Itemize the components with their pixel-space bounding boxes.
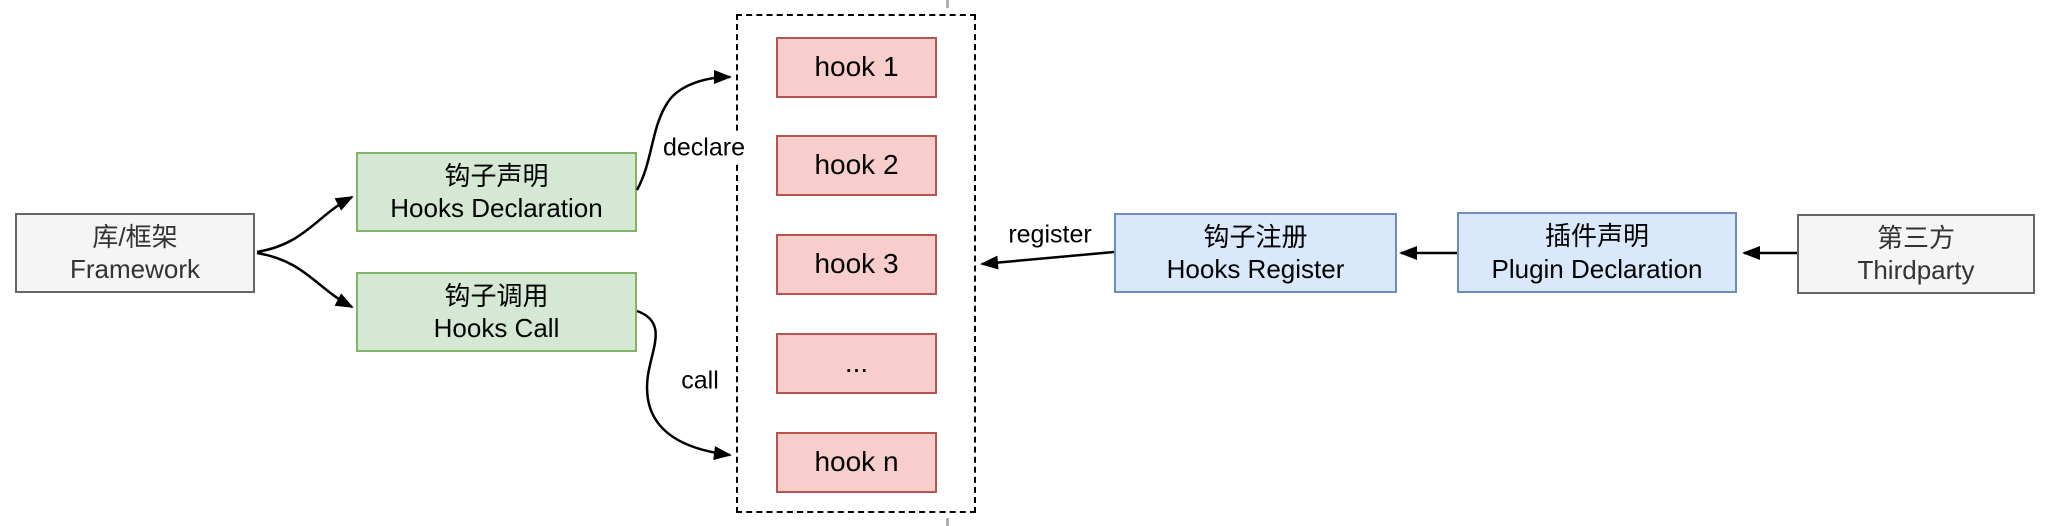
node-hooks-call: 钩子调用 Hooks Call (356, 272, 637, 352)
clipped-dashed-mark-top (946, 0, 949, 8)
node-plugin-declaration: 插件声明 Plugin Declaration (1457, 212, 1737, 293)
node-hooks-call-label-zh: 钩子调用 (444, 280, 549, 311)
node-hook-ellipsis: ... (776, 333, 937, 394)
node-hook-1-label: hook 1 (814, 51, 899, 83)
node-framework: 库/框架 Framework (15, 213, 255, 293)
edge-framework-to-call (256, 251, 354, 309)
node-hooks-declaration: 钩子声明 Hooks Declaration (356, 152, 637, 232)
node-hook-2: hook 2 (776, 135, 937, 196)
node-framework-label-zh: 库/框架 (92, 221, 178, 252)
edge-label-register: register (1006, 220, 1094, 250)
node-hooks-register-label-zh: 钩子注册 (1203, 221, 1308, 252)
node-hooks-register: 钩子注册 Hooks Register (1114, 213, 1397, 293)
node-hooks-register-label-en: Hooks Register (1166, 254, 1345, 284)
node-thirdparty-label-en: Thirdparty (1857, 255, 1975, 285)
edge-register (980, 250, 1115, 270)
node-hook-1: hook 1 (776, 37, 937, 98)
node-hook-n: hook n (776, 432, 937, 493)
node-hooks-call-label-en: Hooks Call (433, 313, 560, 343)
node-plugin-declaration-label-zh: 插件声明 (1544, 221, 1649, 252)
clipped-dashed-mark-bottom (946, 518, 949, 526)
node-hook-ellipsis-label: ... (844, 347, 869, 379)
node-hooks-declaration-label-en: Hooks Declaration (390, 193, 603, 223)
node-hooks-declaration-label-zh: 钩子声明 (444, 160, 549, 191)
node-plugin-declaration-label-en: Plugin Declaration (1491, 253, 1703, 284)
node-hook-3-label: hook 3 (814, 248, 899, 280)
node-framework-label-en: Framework (69, 254, 200, 284)
node-hook-3: hook 3 (776, 234, 937, 295)
hooks-group-container (736, 14, 976, 513)
edge-framework-to-declaration (256, 195, 354, 254)
edge-label-call: call (679, 366, 721, 396)
node-hook-2-label: hook 2 (814, 149, 899, 181)
node-thirdparty-label-zh: 第三方 (1876, 222, 1955, 253)
node-thirdparty: 第三方 Thirdparty (1797, 214, 2035, 294)
node-hook-n-label: hook n (814, 446, 899, 478)
edge-label-declare: declare (661, 133, 747, 163)
